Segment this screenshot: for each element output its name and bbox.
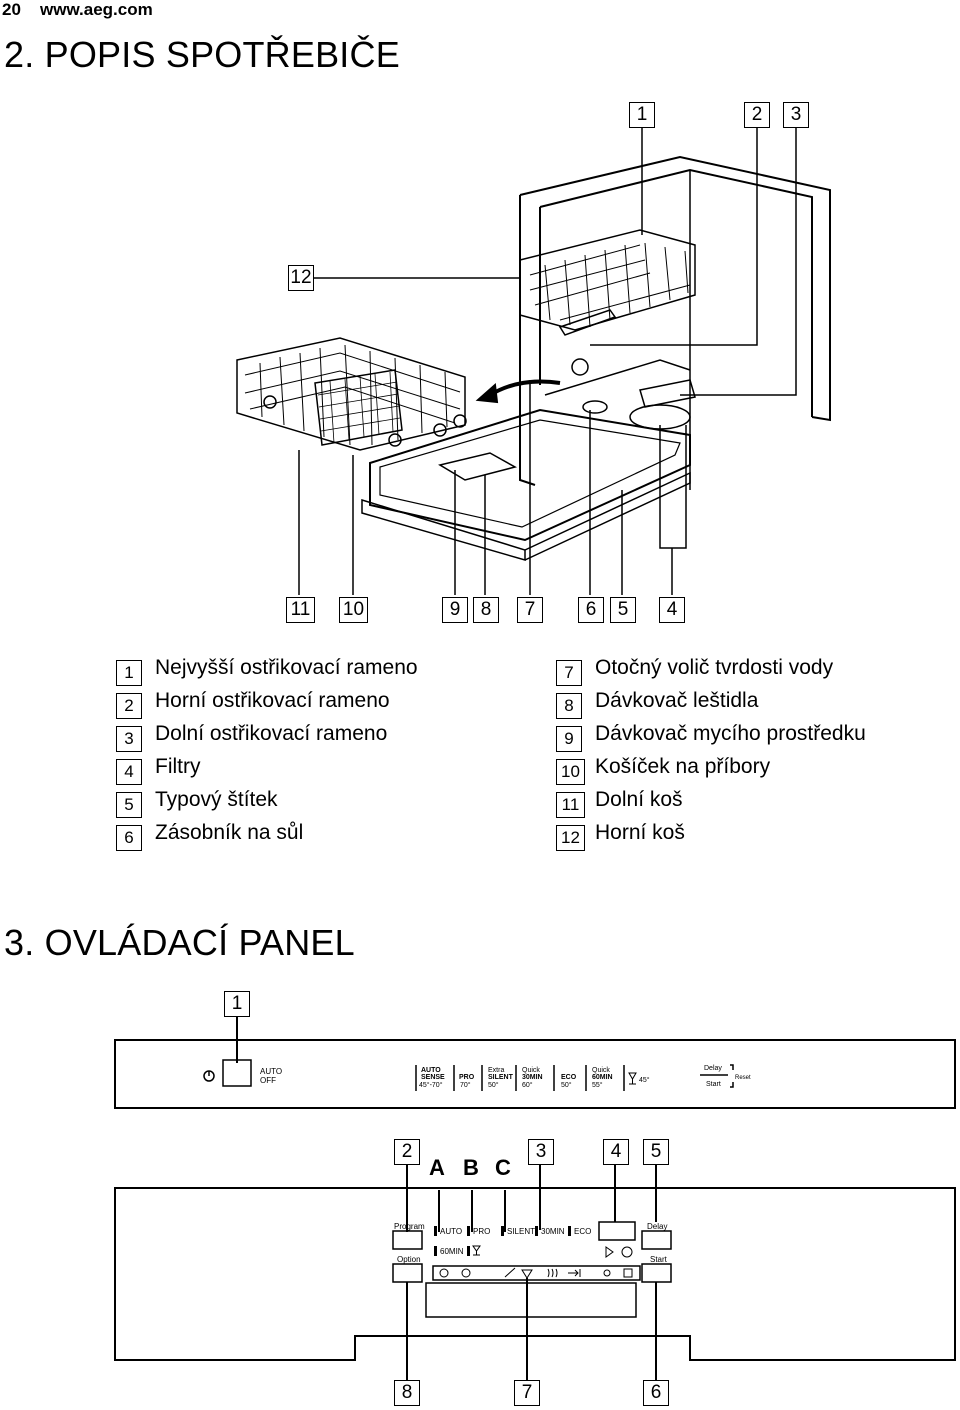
legend-text: Filtry (155, 755, 201, 778)
program-label: Extra (488, 1067, 504, 1074)
panel2-callout-4: 4 (603, 1139, 629, 1165)
control-panel-2: Program Option Delay Start AUTO PRO SILE… (114, 1165, 956, 1380)
led-label: SILENT (507, 1227, 535, 1236)
legend-num: 5 (116, 792, 142, 818)
legend-num: 3 (116, 726, 142, 752)
legend-num: 6 (116, 825, 142, 851)
legend-text: Typový štítek (155, 788, 278, 811)
legend-num: 1 (116, 660, 142, 686)
callout-2: 2 (744, 102, 770, 128)
callout-10: 10 (339, 597, 368, 623)
section-title-appliance: 2. POPIS SPOTŘEBIČE (4, 34, 400, 75)
callout-1: 1 (629, 102, 655, 128)
header-url: www.aeg.com (40, 0, 153, 19)
program-temp: 60° (522, 1081, 533, 1089)
legend-text: Horní ostřikovací rameno (155, 689, 390, 712)
callout-12: 12 (288, 265, 314, 291)
led-label: 60MIN (440, 1247, 464, 1256)
legend-text: Horní koš (595, 821, 685, 844)
legend-num: 12 (556, 825, 585, 851)
legend-num: 9 (556, 726, 582, 752)
panel2-callout-2: 2 (394, 1139, 420, 1165)
legend-num: 10 (556, 759, 585, 785)
legend-text: Dolní ostřikovací rameno (155, 722, 388, 745)
start-label: Start (706, 1081, 721, 1088)
led-label: AUTO (440, 1227, 462, 1236)
program-label: AUTO (421, 1067, 441, 1074)
program-label: 60MIN (592, 1074, 613, 1081)
callout-3: 3 (783, 102, 809, 128)
callout-11: 11 (286, 597, 315, 623)
legend-text: Nejvyšší ostřikovací rameno (155, 656, 418, 679)
page-number: 20 (2, 0, 21, 19)
delay-button-label: Delay (647, 1222, 667, 1231)
panel1-callout-1: 1 (224, 991, 250, 1017)
legend-text: Dávkovač mycího prostředku (595, 722, 866, 745)
reset-label: Reset (735, 1075, 751, 1081)
legend-num: 7 (556, 660, 582, 686)
program-label: Quick (592, 1067, 610, 1074)
glass-icon (472, 1245, 481, 1256)
delay-label: Delay (704, 1065, 722, 1072)
program-temp: 55° (592, 1081, 603, 1089)
legend-num: 8 (556, 693, 582, 719)
program-label: ECO (561, 1074, 577, 1081)
legend-text: Dávkovač leštidla (595, 689, 759, 712)
control-panel-1: AUTO OFF AUTO SENSE 45°-70° PRO 70° Extr… (114, 1017, 956, 1109)
legend-num: 4 (116, 759, 142, 785)
program-temp: 50° (488, 1081, 499, 1089)
led-label: PRO (473, 1227, 490, 1236)
start-button-label: Start (650, 1255, 668, 1264)
callout-8: 8 (473, 597, 499, 623)
option-button-label: Option (397, 1255, 421, 1264)
led-label: 30MIN (541, 1227, 565, 1236)
letter-c: C (495, 1155, 511, 1180)
legend-num: 11 (556, 792, 585, 818)
section-title-control-panel: 3. OVLÁDACÍ PANEL (4, 922, 355, 963)
program-label: SENSE (421, 1074, 445, 1081)
power-label-off: OFF (260, 1076, 276, 1085)
panel2-callout-5: 5 (643, 1139, 669, 1165)
panel2-callout-7: 7 (514, 1380, 540, 1406)
legend-num: 2 (116, 693, 142, 719)
program-label: Quick (522, 1067, 540, 1074)
power-label-auto: AUTO (260, 1067, 282, 1076)
callout-5: 5 (610, 597, 636, 623)
letter-b: B (463, 1155, 479, 1180)
panel2-callout-6: 6 (643, 1380, 669, 1406)
program-button-label: Program (394, 1222, 425, 1231)
letter-a: A (429, 1155, 445, 1180)
legend-text: Zásobník na sůl (155, 821, 304, 844)
glass-temp: 45° (639, 1076, 650, 1084)
program-label: SILENT (488, 1074, 514, 1081)
led-label: ECO (574, 1227, 591, 1236)
legend-text: Košíček na příbory (595, 755, 771, 778)
program-temp: 70° (460, 1081, 471, 1089)
callout-7: 7 (517, 597, 543, 623)
program-label: PRO (459, 1074, 475, 1081)
callout-4: 4 (659, 597, 685, 623)
glass-icon (628, 1072, 637, 1085)
panel2-callout-3: 3 (528, 1139, 554, 1165)
program-temp: 45°-70° (419, 1081, 443, 1089)
legend-text: Otočný volič tvrdosti vody (595, 656, 834, 679)
panel2-callout-8: 8 (394, 1380, 420, 1406)
legend-text: Dolní koš (595, 788, 683, 811)
callout-9: 9 (442, 597, 468, 623)
program-label: 30MIN (522, 1074, 543, 1081)
program-temp: 50° (561, 1081, 572, 1089)
dishwasher-illustration (236, 128, 831, 595)
callout-6: 6 (578, 597, 604, 623)
